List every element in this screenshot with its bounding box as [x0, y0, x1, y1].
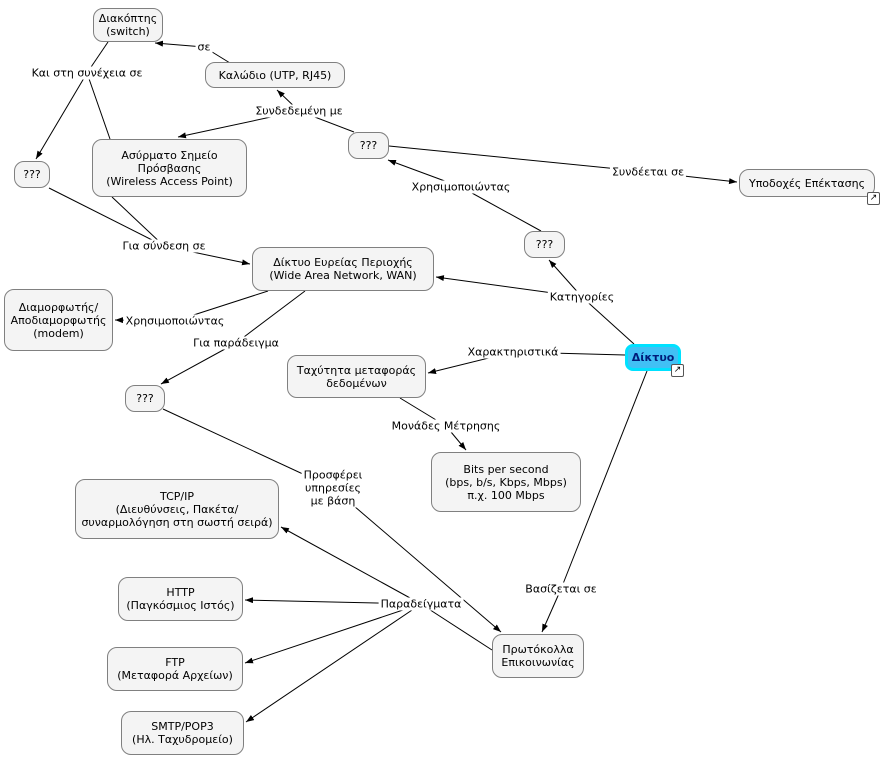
edge-line	[111, 196, 165, 247]
edge-line	[420, 603, 493, 651]
concept-node-network[interactable]: Δίκτυο↗	[625, 344, 684, 377]
edge-line	[581, 296, 635, 345]
link-label-text: Κατηγορίες	[549, 290, 615, 304]
concept-node-text: π.χ. 100 Mbps	[467, 488, 545, 502]
concept-node-text: συναρμολόγηση στη σωστή σειρά)	[81, 515, 273, 529]
concept-node-unknown-1[interactable]: ???	[14, 161, 50, 188]
edge-line	[235, 290, 306, 344]
concept-node-text: FTP	[165, 656, 185, 669]
concept-node-text: Ασύρματο Σημείο	[121, 148, 218, 162]
concept-node-text: Διακόπτης	[98, 12, 158, 25]
edge-line	[48, 187, 165, 247]
concept-node-unknown-4[interactable]: ???	[125, 385, 165, 412]
concept-node-http[interactable]: HTTP(Παγκόσμιος Ιστός)	[118, 577, 243, 621]
edge-line	[244, 603, 422, 664]
concept-node-bits-per-second[interactable]: Bits per second(bps, b/s, Kbps, Mbps)π.χ…	[431, 452, 581, 512]
concept-node-text: δεδομένων	[326, 376, 387, 390]
concept-node-cable-utp-rj45[interactable]: Καλώδιο (UTP, RJ45)	[205, 62, 345, 88]
edge-line	[160, 342, 237, 385]
link-label-xrisimopoiontas-2[interactable]: Χρησιμοποιώντας	[123, 314, 227, 328]
concept-node-text: Αποδιαμορφωτής	[10, 313, 107, 327]
concept-node-text: HTTP	[166, 586, 195, 599]
link-label-text: Βασίζεται σε	[525, 582, 597, 596]
link-label-text: Χαρακτηριστικά	[467, 345, 559, 359]
concept-node-text: (Παγκόσμιος Ιστός)	[126, 599, 235, 612]
concept-node-text: Καλώδιο (UTP, RJ45)	[218, 68, 332, 82]
concept-node-unknown-2[interactable]: ???	[348, 132, 389, 159]
link-label-kai-sti-synexeia-se[interactable]: Και στη συνέχεια σε	[29, 66, 145, 80]
concept-node-text: (switch)	[106, 25, 150, 38]
concept-node-text: Δίκτυο Ευρείας Περιοχής	[273, 256, 413, 269]
concept-node-text: (modem)	[33, 326, 84, 340]
link-label-text: Συνδεδεμένη με	[255, 104, 343, 118]
concept-node-text: (bps, b/s, Kbps, Mbps)	[445, 475, 567, 489]
link-label-text: Και στη συνέχεια σε	[31, 66, 143, 80]
link-label-text: Χρησιμοποιώντας	[411, 180, 511, 194]
concept-node-unknown-3[interactable]: ???	[524, 231, 565, 258]
resource-link-icon[interactable]: ↗	[867, 192, 880, 205]
concept-node-text: (Wide Area Network, WAN)	[269, 269, 417, 282]
concept-node-ftp[interactable]: FTP(Μεταφορά Αρχείων)	[107, 647, 243, 691]
edge-line	[245, 603, 422, 723]
link-label-se[interactable]: σε	[195, 40, 213, 54]
link-label-xaraktiristika[interactable]: Χαρακτηριστικά	[465, 345, 561, 359]
link-label-text: Προσφέρει	[303, 468, 363, 482]
concept-node-modem[interactable]: Διαμορφωτής/Αποδιαμορφωτής(modem)	[4, 289, 113, 351]
concept-node-text: ???	[136, 392, 154, 405]
edge-line	[460, 186, 542, 232]
link-label-text: Για παράδειγμα	[193, 336, 279, 350]
concept-node-text: Δίκτυο	[631, 351, 675, 364]
link-label-gia-paradeigma[interactable]: Για παράδειγμα	[191, 336, 281, 350]
concept-node-switch[interactable]: Διακόπτης(switch)	[93, 8, 163, 42]
concept-node-text: (Διευθύνσεις, Πακέτα/	[115, 502, 239, 516]
concept-node-text: ???	[359, 139, 378, 152]
edge-line	[560, 370, 648, 590]
edge-line	[388, 145, 649, 173]
concept-node-text: (Wireless Access Point)	[106, 174, 233, 188]
resource-link-icon[interactable]: ↗	[671, 364, 684, 377]
concept-node-wan[interactable]: Δίκτυο Ευρείας Περιοχής(Wide Area Networ…	[252, 247, 434, 291]
concept-node-text: ???	[535, 238, 554, 251]
link-label-text: Χρησιμοποιώντας	[125, 314, 225, 328]
concept-node-text: Πρωτόκολλα	[502, 643, 574, 656]
link-label-vasizetai-se[interactable]: Βασίζεται σε	[523, 582, 599, 596]
concept-node-text: Υποδοχές Επέκτασης	[748, 176, 866, 190]
concept-node-text: Πρόσβασης	[137, 161, 202, 175]
link-label-katigories[interactable]: Κατηγορίες	[547, 290, 617, 304]
edge-line	[541, 588, 562, 633]
link-label-text: Για σύνδεση σε	[122, 239, 206, 253]
link-label-monades-metrisis[interactable]: Μονάδες Μέτρησης	[389, 419, 503, 433]
concept-node-text: ???	[23, 168, 41, 181]
concept-node-text: (Μεταφορά Αρχείων)	[117, 669, 233, 682]
concept-node-text: Bits per second	[463, 462, 549, 476]
link-label-text: Παραδείγματα	[380, 597, 462, 611]
edge-line	[86, 72, 111, 140]
concept-node-text: SMTP/POP3	[151, 720, 214, 733]
link-label-text: σε	[197, 40, 211, 54]
concept-node-text: (Ηλ. Ταχυδρομείο)	[132, 733, 233, 746]
edge-line	[332, 487, 502, 633]
link-label-gia-syndesi-se[interactable]: Για σύνδεση σε	[120, 239, 208, 253]
concept-node-text: TCP/IP	[160, 489, 194, 503]
concept-node-text: Διαμορφωτής/	[18, 300, 99, 314]
edge-line	[35, 72, 88, 160]
concept-node-text: Ταχύτητα μεταφοράς	[296, 363, 417, 377]
link-label-text: Συνδέεται σε	[611, 165, 685, 179]
edge-line	[280, 526, 422, 605]
link-label-text: Μονάδες Μέτρησης	[391, 419, 501, 433]
concept-node-tcp-ip[interactable]: TCP/IP(Διευθύνσεις, Πακέτα/συναρμολόγηση…	[75, 479, 279, 539]
concept-node-expansion-slots[interactable]: Υποδοχές Επέκτασης↗	[739, 169, 880, 205]
link-label-xrisimopoiontas-1[interactable]: Χρησιμοποιώντας	[409, 180, 513, 194]
link-label-text: με βάση	[310, 494, 356, 508]
link-label-syndedemeni-me[interactable]: Συνδεδεμένη με	[253, 104, 345, 118]
link-label-paradeigmata[interactable]: Παραδείγματα	[378, 597, 464, 611]
link-label-syndeetai-se[interactable]: Συνδέεται σε	[609, 165, 687, 179]
concept-node-smtp-pop3[interactable]: SMTP/POP3(Ηλ. Ταχυδρομείο)	[121, 711, 244, 755]
link-label-text: υπηρεσίες	[305, 481, 361, 495]
concept-node-text: Επικοινωνίας	[501, 656, 575, 669]
